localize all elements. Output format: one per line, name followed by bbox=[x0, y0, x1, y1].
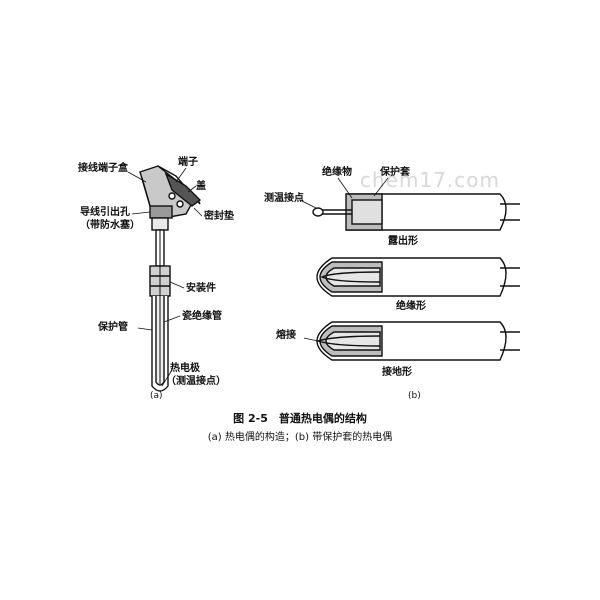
exposed-type bbox=[299, 177, 520, 231]
label-measuring-junction: 测温接点 bbox=[264, 193, 304, 204]
label-mounting: 安装件 bbox=[186, 283, 216, 294]
label-lead-hole-note: （带防水塞） bbox=[80, 220, 140, 231]
insulated-type bbox=[316, 257, 520, 297]
label-electrode: 热电极 bbox=[170, 363, 200, 374]
label-insulator: 绝缘物 bbox=[322, 167, 352, 178]
label-terminal-box: 接线端子盒 bbox=[78, 163, 128, 174]
grounded-type bbox=[303, 321, 520, 361]
label-seal-gasket: 密封垫 bbox=[204, 211, 234, 222]
label-lead-hole: 导线引出孔 bbox=[80, 207, 130, 218]
label-grounded: 接地形 bbox=[382, 367, 412, 378]
label-insulation-tube: 瓷绝缘管 bbox=[182, 311, 222, 322]
figure-subtitle: (a) 热电偶的构造；(b) 带保护套的热电偶 bbox=[207, 432, 393, 443]
watermark: chem17.com bbox=[360, 168, 500, 192]
sub-label-a: (a) bbox=[150, 391, 163, 401]
cover bbox=[164, 172, 202, 207]
lead-hole bbox=[149, 205, 173, 219]
sheathed-thermocouples bbox=[299, 177, 520, 361]
label-electrode-note: （测温接点） bbox=[166, 376, 226, 387]
label-protection-tube: 保护管 bbox=[98, 322, 128, 333]
label-insulated: 绝缘形 bbox=[396, 301, 426, 312]
label-exposed: 露出形 bbox=[388, 236, 418, 247]
label-sheath: 保护套 bbox=[380, 167, 410, 178]
label-cover: 盖 bbox=[196, 181, 206, 192]
thermocouple-assembly bbox=[127, 165, 203, 392]
label-welded: 熔接 bbox=[276, 330, 296, 341]
label-terminal: 端子 bbox=[178, 157, 198, 168]
figure-title: 图 2-5 普通热电偶的结构 bbox=[233, 412, 367, 425]
sub-label-b: (b) bbox=[408, 391, 421, 401]
